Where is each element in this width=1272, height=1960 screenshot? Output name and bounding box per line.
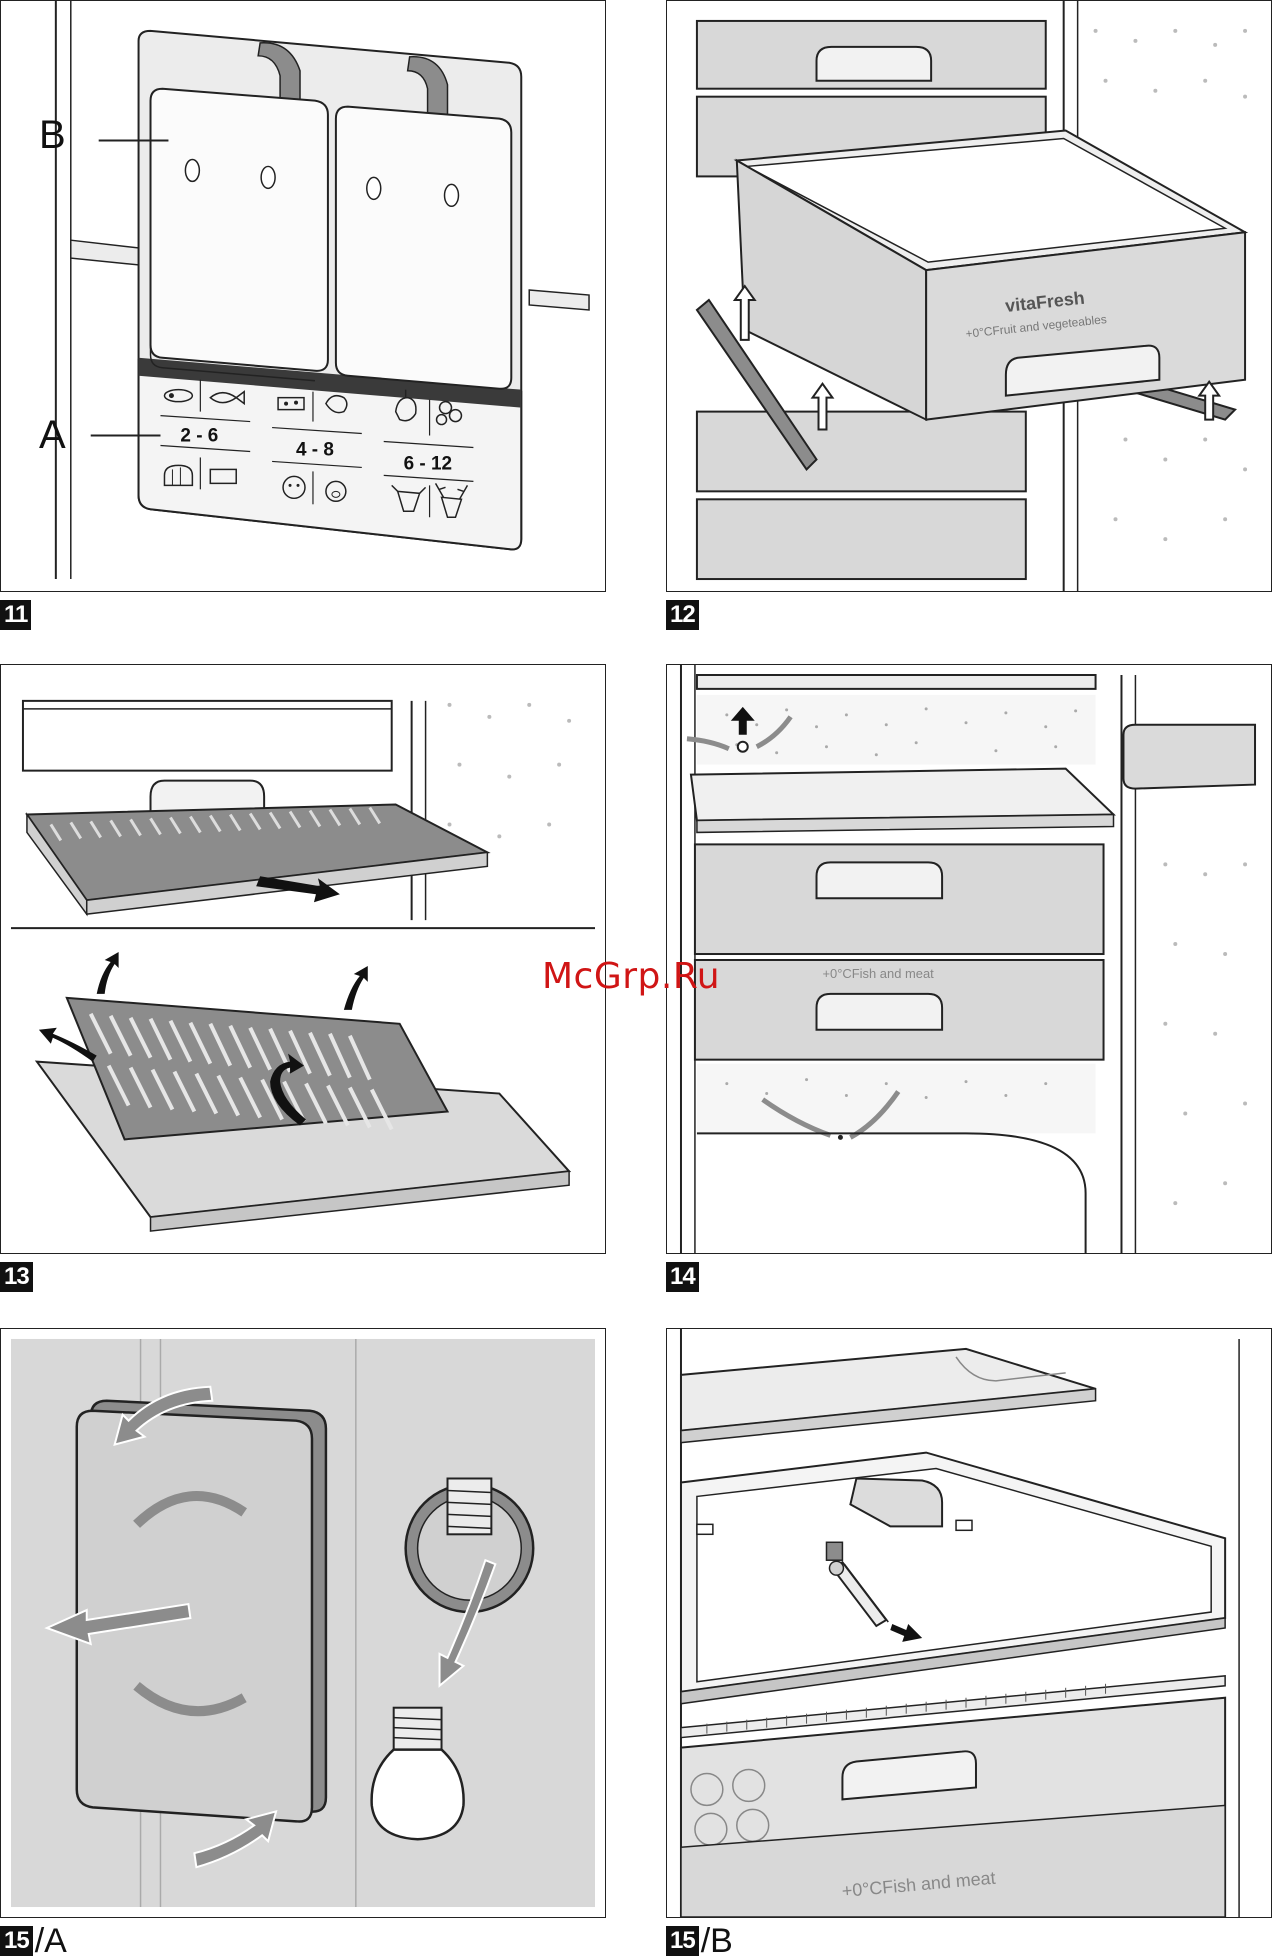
figure-14-label: 14 bbox=[666, 1262, 699, 1292]
range-text-1: 2 - 6 bbox=[180, 426, 218, 447]
figure-15b-illustration: +0°CFish and meat bbox=[667, 1329, 1271, 1917]
watermark: McGrp.Ru bbox=[542, 956, 720, 997]
arrow-lift-icon bbox=[344, 966, 368, 1010]
figure-11-panel: 2 - 6 4 - 8 6 - 12 B A bbox=[0, 0, 606, 592]
figure-13-label: 13 bbox=[0, 1262, 33, 1292]
figure-12-illustration: vitaFresh +0°CFruit and vegeteables bbox=[667, 1, 1271, 591]
range-text-3: 6 - 12 bbox=[404, 453, 452, 474]
figure-12-label: 12 bbox=[666, 600, 699, 630]
figure-15a-label: 15 /A bbox=[0, 1926, 67, 1956]
figure-15a-panel bbox=[0, 1328, 606, 1918]
figure-13-panel bbox=[0, 664, 606, 1254]
figure-number: 12 bbox=[666, 600, 699, 630]
figure-14-illustration: +0°CFish and meat bbox=[667, 665, 1271, 1253]
figure-11-illustration: 2 - 6 4 - 8 6 - 12 bbox=[1, 1, 605, 591]
figure-number: 15 bbox=[666, 1926, 699, 1956]
figure-15b-label: 15 /B bbox=[666, 1926, 733, 1956]
figure-suffix: /B bbox=[701, 1926, 733, 1956]
figure-15a-illustration bbox=[1, 1329, 605, 1917]
figure-14-panel: +0°CFish and meat bbox=[666, 664, 1272, 1254]
figure-13-illustration bbox=[1, 665, 605, 1253]
figure-number: 11 bbox=[0, 600, 31, 630]
callout-b: B bbox=[39, 113, 66, 158]
figure-12-panel: vitaFresh +0°CFruit and vegeteables bbox=[666, 0, 1272, 592]
drawer-caption: +0°CFish and meat bbox=[822, 966, 934, 981]
range-text-2: 4 - 8 bbox=[296, 439, 334, 460]
figure-number: 14 bbox=[666, 1262, 699, 1292]
arrow-lift-icon bbox=[97, 952, 119, 994]
callout-a: A bbox=[39, 413, 66, 458]
figure-number: 13 bbox=[0, 1262, 33, 1292]
figure-11-label: 11 bbox=[0, 600, 31, 630]
figure-15b-panel: +0°CFish and meat bbox=[666, 1328, 1272, 1918]
figure-number: 15 bbox=[0, 1926, 33, 1956]
figure-suffix: /A bbox=[35, 1926, 67, 1956]
